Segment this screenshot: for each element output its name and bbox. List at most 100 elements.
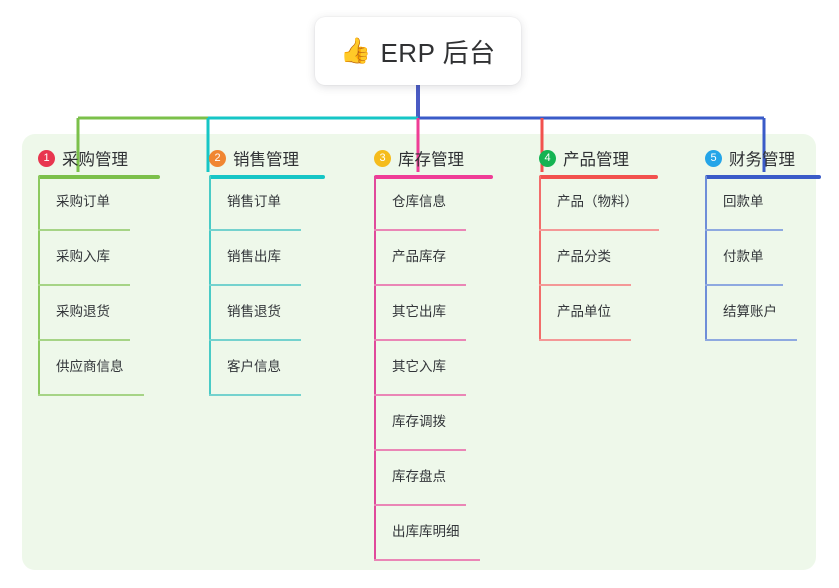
list-item-label: 其它出库 <box>392 304 446 319</box>
list-item[interactable]: 产品（物料） <box>523 176 689 231</box>
list-item-label: 其它入库 <box>392 359 446 374</box>
content-panel <box>22 134 816 570</box>
list-item-label: 付款单 <box>723 249 764 264</box>
list-item-label: 采购退货 <box>56 304 110 319</box>
list-item-label: 产品（物料） <box>557 194 638 209</box>
list-item-label: 销售订单 <box>227 194 281 209</box>
list-item[interactable]: 产品单位 <box>523 286 689 341</box>
list-item[interactable]: 销售出库 <box>193 231 358 286</box>
list-item-rule <box>539 229 659 231</box>
column-title: 财务管理 <box>729 151 795 169</box>
list-item-label: 产品库存 <box>392 249 446 264</box>
list-item[interactable]: 采购订单 <box>22 176 193 231</box>
list-item-rule <box>705 284 783 286</box>
list-item-rule <box>374 339 466 341</box>
column-spine <box>539 176 541 341</box>
list-item[interactable]: 结算账户 <box>689 286 816 341</box>
list-item-label: 结算账户 <box>723 304 777 319</box>
list-item-rule <box>38 229 130 231</box>
list-item-rule <box>209 339 301 341</box>
root-node-title: ERP 后台 <box>380 37 496 68</box>
list-item[interactable]: 采购入库 <box>22 231 193 286</box>
list-item-rule <box>38 284 130 286</box>
column-spine <box>374 176 376 561</box>
column-2: 2 销售管理销售订单销售出库销售退货客户信息 <box>193 134 358 570</box>
list-item-label: 销售退货 <box>227 304 281 319</box>
list-item-rule <box>374 229 466 231</box>
list-item[interactable]: 出库库明细 <box>358 506 523 561</box>
list-item-label: 客户信息 <box>227 359 281 374</box>
list-item[interactable]: 仓库信息 <box>358 176 523 231</box>
list-item[interactable]: 客户信息 <box>193 341 358 396</box>
column-title: 销售管理 <box>233 151 299 169</box>
column-rule <box>38 175 160 179</box>
list-item-label: 仓库信息 <box>392 194 446 209</box>
list-item-rule <box>374 559 480 561</box>
list-item[interactable]: 付款单 <box>689 231 816 286</box>
list-item[interactable]: 其它出库 <box>358 286 523 341</box>
column-spine <box>209 176 211 396</box>
list-item[interactable]: 销售退货 <box>193 286 358 341</box>
column-item-list: 回款单付款单结算账户 <box>689 176 816 341</box>
list-item[interactable]: 销售订单 <box>193 176 358 231</box>
list-item[interactable]: 其它入库 <box>358 341 523 396</box>
list-item-label: 出库库明细 <box>392 524 460 539</box>
column-item-list: 销售订单销售出库销售退货客户信息 <box>193 176 358 396</box>
root-node[interactable]: 👍 ERP 后台 <box>315 17 521 85</box>
list-item-rule <box>374 449 466 451</box>
list-item[interactable]: 库存盘点 <box>358 451 523 506</box>
list-item[interactable]: 产品库存 <box>358 231 523 286</box>
list-item-label: 回款单 <box>723 194 764 209</box>
list-item-label: 产品单位 <box>557 304 611 319</box>
column-title: 库存管理 <box>398 151 464 169</box>
column-header[interactable]: 2 销售管理 <box>193 144 358 172</box>
column-1: 1 采购管理采购订单采购入库采购退货供应商信息 <box>22 134 193 570</box>
list-item-rule <box>705 229 783 231</box>
list-item-rule <box>209 229 301 231</box>
list-item[interactable]: 产品分类 <box>523 231 689 286</box>
column-rule <box>539 175 658 179</box>
list-item-label: 库存调拨 <box>392 414 446 429</box>
list-item-rule <box>374 284 466 286</box>
column-number-badge: 2 <box>209 149 226 167</box>
list-item-rule <box>209 284 301 286</box>
list-item[interactable]: 回款单 <box>689 176 816 231</box>
list-item-rule <box>209 394 301 396</box>
list-item-label: 采购入库 <box>56 249 110 264</box>
column-header[interactable]: 4 产品管理 <box>523 144 689 172</box>
column-title: 采购管理 <box>62 151 128 169</box>
list-item-rule <box>539 284 631 286</box>
column-rule <box>705 175 821 179</box>
column-header[interactable]: 5 财务管理 <box>689 144 816 172</box>
column-container: 1 采购管理采购订单采购入库采购退货供应商信息 2 销售管理销售订单销售出库销售退货客… <box>22 134 821 570</box>
column-title: 产品管理 <box>563 151 629 169</box>
column-item-list: 采购订单采购入库采购退货供应商信息 <box>22 176 193 396</box>
column-rule <box>209 175 325 179</box>
list-item-rule <box>374 504 466 506</box>
thumbs-up-icon: 👍 <box>340 36 372 65</box>
column-item-list: 仓库信息产品库存其它出库其它入库库存调拨库存盘点出库库明细 <box>358 176 523 561</box>
list-item-label: 采购订单 <box>56 194 110 209</box>
list-item[interactable]: 库存调拨 <box>358 396 523 451</box>
column-5: 5 财务管理回款单付款单结算账户 <box>689 134 821 570</box>
list-item-rule <box>38 394 144 396</box>
list-item-rule <box>539 339 631 341</box>
list-item-label: 库存盘点 <box>392 469 446 484</box>
column-number-badge: 5 <box>705 149 722 167</box>
list-item-label: 供应商信息 <box>56 359 124 374</box>
column-header[interactable]: 1 采购管理 <box>22 144 193 172</box>
list-item[interactable]: 供应商信息 <box>22 341 193 396</box>
list-item-label: 产品分类 <box>557 249 611 264</box>
list-item-label: 销售出库 <box>227 249 281 264</box>
column-item-list: 产品（物料） 产品分类产品单位 <box>523 176 689 341</box>
list-item[interactable]: 采购退货 <box>22 286 193 341</box>
column-number-badge: 4 <box>539 149 556 167</box>
column-rule <box>374 175 493 179</box>
column-number-badge: 1 <box>38 149 55 167</box>
list-item-rule <box>374 394 466 396</box>
list-item-rule <box>38 339 130 341</box>
column-spine <box>705 176 707 341</box>
